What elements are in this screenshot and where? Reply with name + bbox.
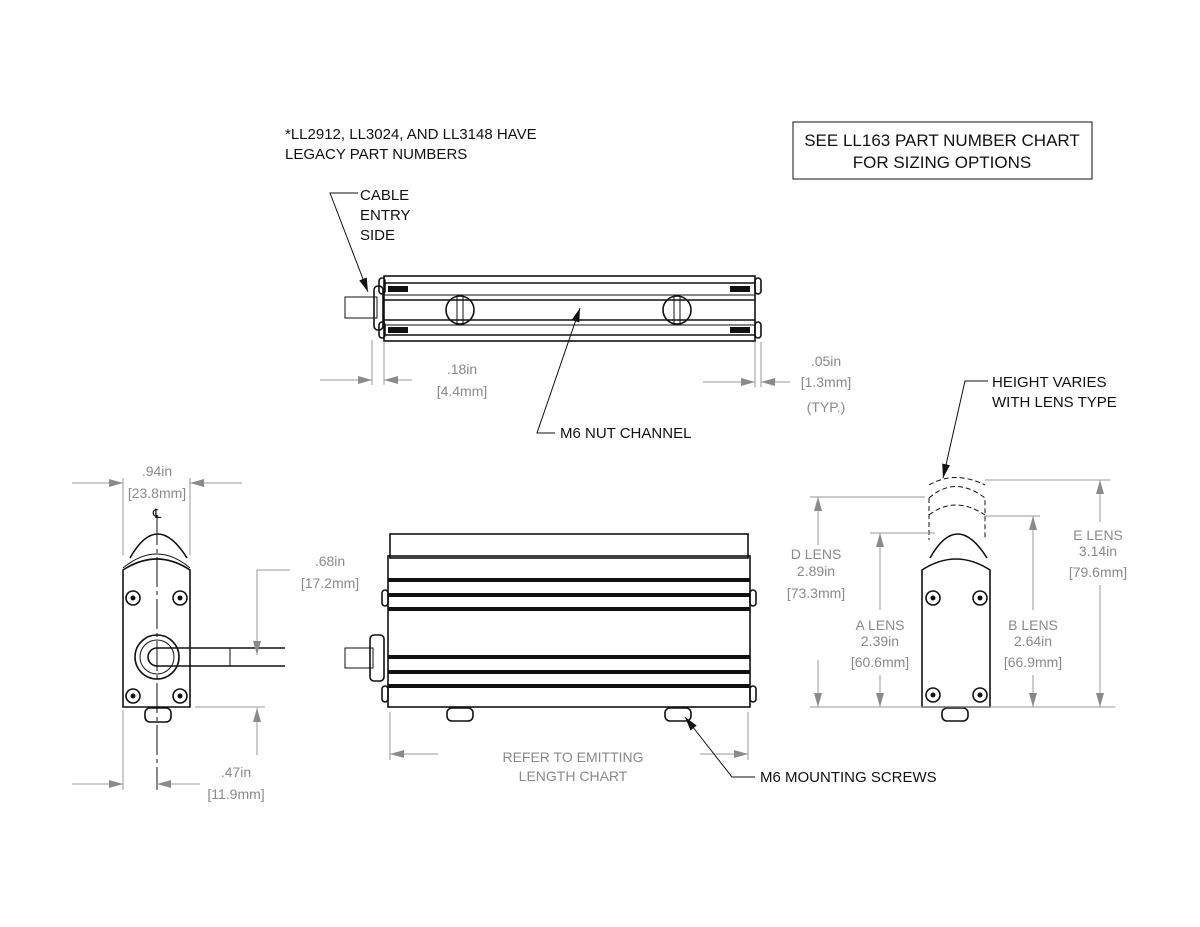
nut-screw-1 <box>445 295 475 325</box>
mounting-screws-label: M6 MOUNTING SCREWS <box>760 769 937 786</box>
b-lens-in: 2.64in <box>1014 633 1052 649</box>
end-view-left <box>122 515 285 790</box>
cable-height-in: .68in <box>315 553 345 569</box>
cable-offset-in: .18in <box>447 361 477 377</box>
height-varies-line1: HEIGHT VARIES <box>992 374 1106 391</box>
emitting-length-line1: REFER TO EMITTING <box>502 749 643 765</box>
endcap-in: .05in <box>811 353 841 369</box>
a-lens-label: A LENS <box>855 617 904 633</box>
d-lens-mm: [73.3mm] <box>787 585 845 601</box>
endcap-mm: [1.3mm] <box>801 374 852 390</box>
b-lens-mm: [66.9mm] <box>1004 654 1062 670</box>
a-lens-mm: [60.6mm] <box>851 654 909 670</box>
cable-offset-mm: [4.4mm] <box>437 383 488 399</box>
cable-height-mm: [17.2mm] <box>301 575 359 591</box>
front-view <box>344 533 757 722</box>
d-lens-in: 2.89in <box>797 563 835 579</box>
a-lens-in: 2.39in <box>861 633 899 649</box>
top-view <box>344 275 762 342</box>
legacy-note-line1: *LL2912, LL3024, AND LL3148 HAVE <box>285 126 537 143</box>
width-in: .94in <box>142 463 172 479</box>
nut-screw-2 <box>662 295 692 325</box>
emitting-length-line2: LENGTH CHART <box>519 768 628 784</box>
d-lens-label: D LENS <box>791 546 842 562</box>
height-varies-line2: WITH LENS TYPE <box>992 394 1117 411</box>
b-lens-label: B LENS <box>1008 617 1058 633</box>
sizing-note-line2: FOR SIZING OPTIONS <box>853 153 1032 172</box>
cable-entry-line1: CABLE <box>360 187 409 204</box>
e-lens-mm: [79.6mm] <box>1069 564 1127 580</box>
e-lens-label: E LENS <box>1073 527 1123 543</box>
nut-channel-label: M6 NUT CHANNEL <box>560 425 691 442</box>
legacy-note-line2: LEGACY PART NUMBERS <box>285 146 467 163</box>
cable-entry-line3: SIDE <box>360 227 395 244</box>
e-lens-in: 3.14in <box>1079 543 1117 559</box>
width-mm: [23.8mm] <box>128 485 186 501</box>
cable-entry-line2: ENTRY <box>360 207 411 224</box>
sizing-note-box <box>792 121 1093 180</box>
endcap-typ: (TYP.) <box>807 399 846 415</box>
centerline-symbol: ℄ <box>152 506 162 521</box>
center-offset-mm: [11.9mm] <box>207 786 264 802</box>
sizing-note-line1: SEE LL163 PART NUMBER CHART <box>804 131 1080 150</box>
center-offset-in: .47in <box>221 764 251 780</box>
end-view-right <box>921 477 991 722</box>
